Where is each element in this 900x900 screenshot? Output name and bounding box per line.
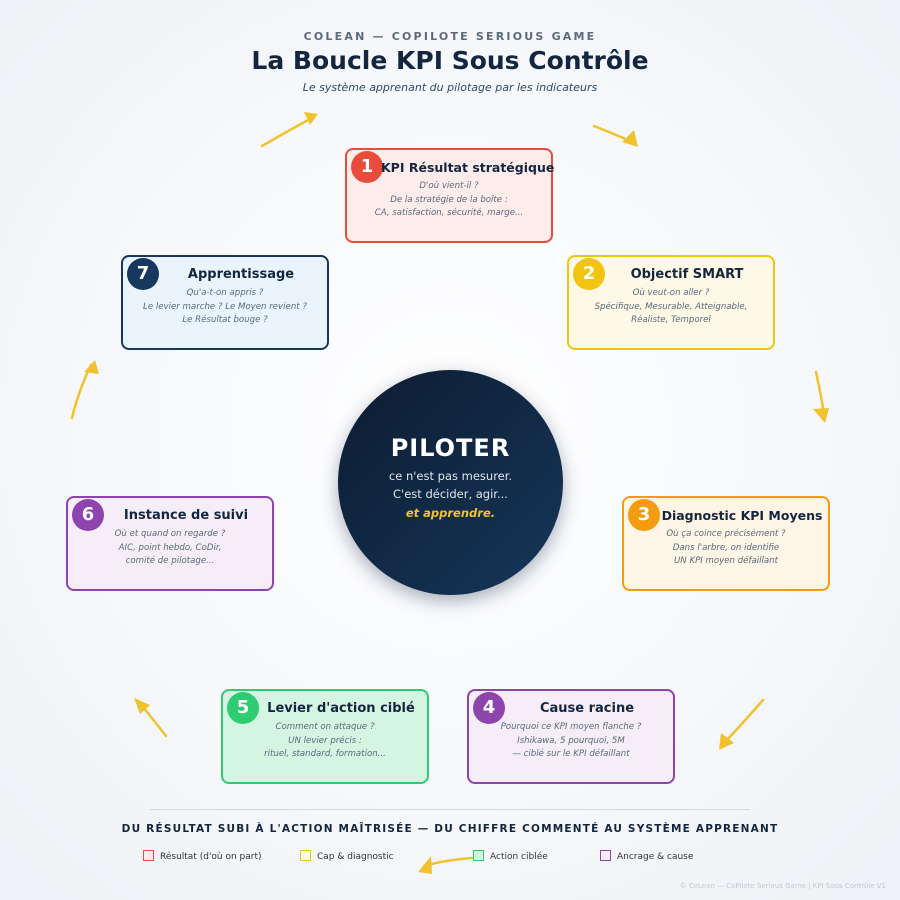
arrowhead-right-lower xyxy=(719,733,734,750)
step-line: Ishikawa, 5 pourquoi, 5M xyxy=(517,735,625,746)
legend-item-ancrage: Ancrage & cause xyxy=(600,850,693,862)
arrowhead-top-left xyxy=(304,112,318,125)
legend-item-resultat: Résultat (d'où on part) xyxy=(143,850,262,862)
arrow-top-left xyxy=(260,116,314,148)
step-line: — ciblé sur le KPI défaillant xyxy=(512,749,630,759)
step-number-badge: 6 xyxy=(72,499,104,531)
step-line: Le Résultat bouge ? xyxy=(182,315,268,325)
step-line: Où ça coince précisément ? xyxy=(666,529,786,539)
arrowhead-bottom xyxy=(418,856,432,874)
step-line: Où et quand on regarde ? xyxy=(114,529,226,539)
step-description: Qu'a-t-on appris ? Le levier marche ? Le… xyxy=(129,287,321,328)
step-line: AIC, point hebdo, CoDir, xyxy=(118,542,222,553)
step-line: De la stratégie de la boîte : xyxy=(390,194,508,205)
legend-label: Ancrage & cause xyxy=(617,852,694,862)
step-line: Comment on attaque ? xyxy=(275,722,375,732)
step-line: Où veut-on aller ? xyxy=(632,288,710,298)
step-card-5: 5 Levier d'action ciblé Comment on attaq… xyxy=(221,689,429,784)
arrowhead-top-right xyxy=(622,130,638,147)
step-description: Où et quand on regarde ? AIC, point hebd… xyxy=(74,528,266,569)
arrow-top-right xyxy=(592,124,632,143)
step-line: CA, satisfaction, sécurité, marge... xyxy=(374,208,524,218)
step-description: Comment on attaque ? UN levier précis : … xyxy=(229,721,421,762)
divider xyxy=(150,809,750,810)
step-title: Apprentissage xyxy=(187,267,295,282)
step-number-badge: 5 xyxy=(227,692,259,724)
arrow-right-upper xyxy=(814,370,826,416)
step-line: UN levier précis : xyxy=(288,735,362,746)
legend-label: Cap & diagnostic xyxy=(317,852,394,862)
legend-swatch xyxy=(143,850,154,861)
step-line: Le levier marche ? Le Moyen revient ? xyxy=(143,301,307,312)
step-title: Diagnostic KPI Moyens xyxy=(661,508,823,523)
footer-copyright: © CoLean — CoPilote Serious Game | KPI S… xyxy=(679,882,886,890)
legend-item-action: Action ciblée xyxy=(473,850,548,862)
legend-swatch xyxy=(473,850,484,861)
step-card-4: 4 Cause racine Pourquoi ce KPI moyen fla… xyxy=(467,689,675,784)
legend-swatch xyxy=(300,850,311,861)
arrow-right-lower xyxy=(723,698,765,744)
step-line: Spécifique, Mesurable, Atteignable, xyxy=(594,301,748,312)
step-line: UN KPI moyen défaillant xyxy=(674,556,778,566)
step-card-2: 2 Objectif SMART Où veut-on aller ? Spéc… xyxy=(567,255,775,350)
legend-label: Résultat (d'où on part) xyxy=(160,852,262,862)
arrowhead-right-upper xyxy=(813,408,829,423)
step-card-6: 6 Instance de suivi Où et quand on regar… xyxy=(66,496,274,591)
legend-item-cap: Cap & diagnostic xyxy=(300,850,394,862)
step-description: Où veut-on aller ? Spécifique, Mesurable… xyxy=(575,287,767,328)
center-line-2: C'est décider, agir... xyxy=(393,487,508,501)
step-line: rituel, standard, formation... xyxy=(264,749,386,759)
step-card-3: 3 Diagnostic KPI Moyens Où ça coince pré… xyxy=(622,496,830,591)
step-line: Pourquoi ce KPI moyen flanche ? xyxy=(500,722,642,732)
step-number-badge: 3 xyxy=(628,499,660,531)
step-description: Où ça coince précisément ? Dans l'arbre,… xyxy=(630,528,822,569)
step-number-badge: 1 xyxy=(351,151,383,183)
center-circle: PILOTER ce n'est pas mesurer. C'est déci… xyxy=(338,370,563,595)
step-card-1: 1 KPI Résultat stratégique D'où vient-il… xyxy=(345,148,555,243)
center-title: PILOTER xyxy=(390,434,511,462)
step-description: D'où vient-il ? De la stratégie de la bo… xyxy=(353,180,545,221)
step-card-7: 7 Apprentissage Qu'a-t-on appris ? Le le… xyxy=(121,255,329,350)
step-title: Cause racine xyxy=(539,701,635,716)
step-line: Qu'a-t-on appris ? xyxy=(186,288,264,298)
step-line: D'où vient-il ? xyxy=(419,181,479,191)
legend-label: Action ciblée xyxy=(490,852,548,862)
legend-swatch xyxy=(600,850,611,861)
step-number-badge: 4 xyxy=(473,692,505,724)
center-line-3: et apprendre. xyxy=(405,506,496,520)
step-line: comité de pilotage... xyxy=(125,556,215,566)
page-title: La Boucle KPI Sous Contrôle xyxy=(251,46,649,75)
step-number-badge: 2 xyxy=(573,258,605,290)
step-line: Réaliste, Temporel xyxy=(631,315,711,325)
arrow-left-upper xyxy=(70,363,93,420)
step-title: Instance de suivi xyxy=(123,508,249,523)
arrowhead-left-upper xyxy=(84,360,99,374)
step-line: Dans l'arbre, on identifie xyxy=(672,542,780,553)
tagline: DU RÉSULTAT SUBI À L'ACTION MAÎTRISÉE — … xyxy=(121,823,779,835)
arrowhead-left-lower xyxy=(134,698,150,714)
eyebrow: COLEAN — COPILOTE SERIOUS GAME xyxy=(303,30,597,43)
step-title: KPI Résultat stratégique xyxy=(381,160,555,175)
step-number-badge: 7 xyxy=(127,258,159,290)
step-title: Levier d'action ciblé xyxy=(267,701,415,716)
page-subtitle: Le système apprenant du pilotage par les… xyxy=(302,81,598,94)
step-description: Pourquoi ce KPI moyen flanche ? Ishikawa… xyxy=(475,721,667,762)
center-line-1: ce n'est pas mesurer. xyxy=(388,469,513,483)
step-title: Objectif SMART xyxy=(630,267,744,282)
